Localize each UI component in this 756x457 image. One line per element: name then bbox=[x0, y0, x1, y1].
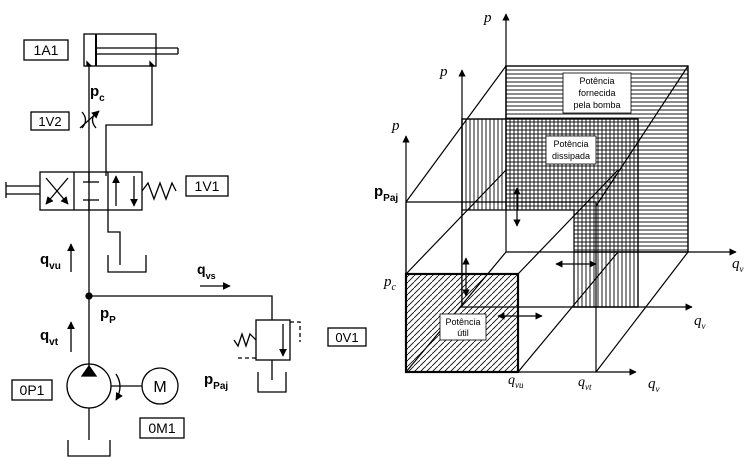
level-ppaj: pPaj bbox=[374, 183, 398, 204]
svg-text:1A1: 1A1 bbox=[34, 42, 59, 58]
label-pump-power-2: fornecida bbox=[578, 88, 615, 98]
label-useful-1: Potência bbox=[445, 317, 480, 327]
svg-text:0P1: 0P1 bbox=[20, 382, 45, 398]
cylinder-symbol bbox=[84, 34, 178, 66]
hydraulic-circuit: 1A1 1V2 bbox=[6, 34, 366, 456]
svg-text:1V1: 1V1 bbox=[195, 178, 220, 194]
axis-p-back: p bbox=[483, 10, 492, 26]
return-line bbox=[106, 66, 152, 176]
label-ppaj: pPaj bbox=[204, 371, 228, 392]
label-pump-power-1: Potência bbox=[579, 76, 614, 86]
label-useful-2: útil bbox=[457, 328, 469, 338]
flow-valve-tag: 1V2 bbox=[31, 112, 69, 130]
motor-tag: 0M1 bbox=[140, 418, 184, 438]
pump-symbol bbox=[67, 364, 142, 456]
directional-valve bbox=[6, 172, 176, 210]
relief-valve-tag: 0V1 bbox=[328, 328, 366, 346]
svg-text:0M1: 0M1 bbox=[148, 420, 175, 436]
axis-p-front: p bbox=[391, 118, 400, 134]
level-qvt: qvt bbox=[578, 375, 592, 392]
level-qvu: qvu bbox=[508, 373, 524, 390]
cylinder-tag: 1A1 bbox=[24, 40, 68, 60]
label-dissipated-2: dissipada bbox=[552, 151, 590, 161]
label-qvs: qvs bbox=[197, 261, 216, 281]
label-pp: pP bbox=[100, 305, 116, 326]
level-pc: pc bbox=[383, 274, 397, 293]
label-dissipated-1: Potência bbox=[553, 139, 588, 149]
motor-symbol: M bbox=[142, 368, 178, 404]
label-qvt: qvt bbox=[40, 327, 59, 348]
svg-text:0V1: 0V1 bbox=[335, 330, 358, 345]
label-qvu: qvu bbox=[40, 251, 61, 272]
directional-valve-tag: 1V1 bbox=[186, 176, 228, 196]
label-pump-power-3: pela bomba bbox=[573, 100, 620, 110]
axis-qv-mid: qv bbox=[694, 313, 706, 331]
tank-symbol-valve bbox=[108, 255, 146, 272]
pump-tag: 0P1 bbox=[12, 380, 52, 400]
svg-text:M: M bbox=[153, 379, 166, 396]
svg-text:1V2: 1V2 bbox=[38, 114, 61, 129]
axis-p-mid: p bbox=[439, 64, 448, 80]
label-pc: pc bbox=[90, 83, 105, 104]
relief-valve bbox=[234, 320, 300, 392]
axis-qv-front: qv bbox=[648, 376, 660, 394]
axis-qv-back: qv bbox=[732, 256, 744, 274]
